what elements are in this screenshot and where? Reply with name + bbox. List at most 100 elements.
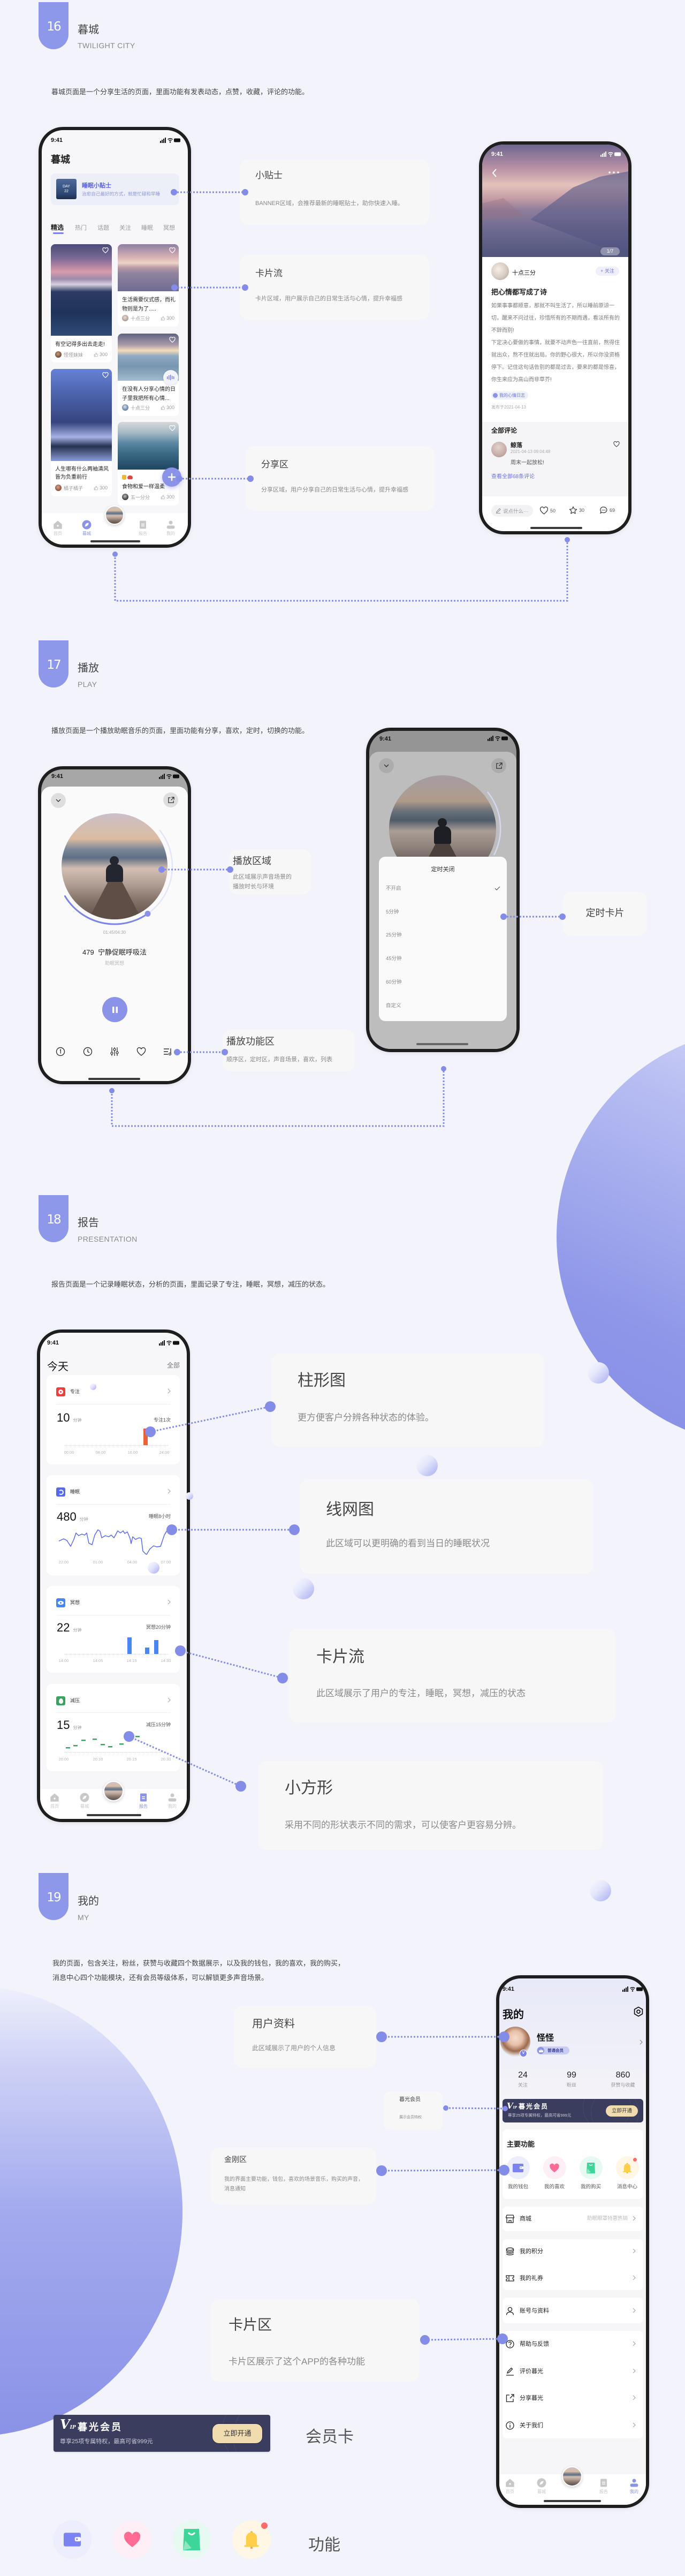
audio-play-badge[interactable] [163, 370, 178, 385]
comment-like-heart-icon[interactable] [613, 441, 620, 447]
nav-label: 报告 [599, 2489, 608, 2494]
author-name[interactable]: 十点三分 [512, 270, 536, 276]
author-avatar[interactable] [491, 262, 509, 280]
function-likes[interactable]: 我的喜欢 [538, 2156, 570, 2190]
like-heart-icon[interactable] [136, 1047, 146, 1056]
collapse-button[interactable] [51, 793, 66, 808]
nav-home[interactable]: 首页 [44, 1793, 65, 1809]
feed-card[interactable]: 食物和爱一样温柔 五一分分 300 [118, 422, 179, 505]
timer-option-25min[interactable]: 25分钟 [386, 932, 402, 938]
membership-level-pill[interactable]: 普通会员 [537, 2046, 569, 2054]
vip-open-button[interactable]: 立即开通 [606, 2105, 638, 2117]
like-count[interactable]: 300 [161, 494, 174, 500]
nav-twilight-city[interactable]: 暮城 [74, 1793, 95, 1809]
progress-knob[interactable] [144, 911, 151, 917]
menu-row-rate[interactable]: 评价暮光 [503, 2365, 643, 2378]
sound-mixer-icon[interactable] [110, 1047, 119, 1056]
playlist-icon[interactable] [163, 1047, 173, 1056]
menu-row-shop[interactable]: 商城 助眠眼罩特惠热销 [503, 2212, 643, 2225]
sleep-tips-banner[interactable]: DAY 22 睡眠小贴士 治愈自己最好的方式，就是忙碌和早睡 [51, 173, 179, 205]
nav-twilight-city[interactable]: 暮城 [76, 520, 97, 537]
favorite-heart-icon[interactable] [102, 372, 109, 378]
tab-hot[interactable]: 热门 [75, 225, 87, 231]
timer-option-5min[interactable]: 5分钟 [386, 909, 399, 915]
vip-membership-card[interactable]: VIP 暮光会员 尊享25项专属特权，最高可省999元 立即开通 [503, 2099, 643, 2122]
now-playing-avatar-button[interactable] [105, 505, 124, 525]
view-all-button[interactable]: 全部 [166, 1362, 180, 1369]
tab-topics[interactable]: 话题 [97, 225, 109, 231]
showcase-vip-card[interactable]: VIP 暮光会员 尊享25项专属特权，最高可省999元 立即开通 [54, 2415, 270, 2452]
function-messages[interactable]: 消息中心 [611, 2156, 643, 2190]
favorite-button[interactable]: 30 [569, 506, 584, 515]
like-count[interactable]: 300 [94, 352, 108, 357]
nav-mine[interactable]: 我的 [160, 520, 181, 537]
more-options-icon[interactable] [608, 171, 619, 173]
follow-button[interactable]: + 关注 [596, 267, 619, 276]
feed-card[interactable]: 在没有人分享心情的日子里我把所有心情... 十点三分 300 [118, 334, 179, 416]
nav-report[interactable]: 报告 [593, 2478, 614, 2495]
timer-option-60min[interactable]: 60分钟 [386, 979, 402, 985]
timer-option-custom[interactable]: 自定义 [386, 1003, 401, 1009]
favorite-heart-icon[interactable] [102, 247, 109, 253]
nav-home[interactable]: 首页 [47, 520, 68, 537]
share-button[interactable] [491, 758, 506, 773]
nav-mine[interactable]: 我的 [623, 2478, 645, 2495]
nav-report[interactable]: 报告 [132, 520, 154, 537]
add-post-fab[interactable] [162, 467, 181, 487]
feed-card[interactable]: 生活需要仪式感，而礼物则是为了..... 十点三分 300 [118, 244, 179, 327]
function-purchases[interactable]: 我的购买 [575, 2156, 607, 2190]
menu-row-coupons[interactable]: 我的礼券 [503, 2272, 643, 2285]
comment-button[interactable]: 69 [599, 506, 615, 515]
menu-row-help[interactable]: 帮助与反馈 [503, 2338, 643, 2351]
favorite-heart-icon[interactable] [169, 337, 176, 343]
back-arrow-icon[interactable] [492, 169, 497, 177]
vip-open-button[interactable]: 立即开通 [212, 2424, 262, 2443]
view-all-comments-link[interactable]: 查看全部68条评论 [491, 474, 535, 480]
now-playing-avatar-button[interactable] [103, 1781, 124, 1801]
menu-row-account[interactable]: 账号与资料 [503, 2305, 643, 2317]
nav-home[interactable]: 首页 [499, 2478, 521, 2495]
menu-row-share[interactable]: 分享暮光 [503, 2392, 643, 2405]
playback-progress-ring[interactable] [56, 807, 173, 925]
settings-gear-icon[interactable] [633, 2006, 644, 2017]
feed-card[interactable]: 人生哪有什么两袖清风皆为负重前行 橘子橘子 300 [51, 369, 112, 496]
feed-card[interactable]: 有空记得多出去走走! 怪怪妹妹 300 [51, 244, 112, 362]
like-count[interactable]: 300 [94, 485, 108, 490]
now-playing-avatar-button[interactable] [562, 2466, 582, 2487]
collapse-button[interactable] [379, 758, 394, 773]
playback-time: 01:45/04:30 [103, 930, 126, 935]
repeat-one-icon[interactable] [56, 1047, 65, 1056]
tab-sleep[interactable]: 睡眠 [141, 225, 153, 231]
timer-option-off[interactable]: 不开启 [386, 886, 401, 892]
timer-clock-icon[interactable] [83, 1047, 93, 1056]
nav-mine[interactable]: 我的 [162, 1793, 183, 1809]
topic-tag[interactable]: 我的心情日志 [491, 391, 528, 399]
favorite-heart-icon[interactable] [169, 247, 176, 253]
menu-row-about[interactable]: 关于我们 [503, 2419, 643, 2432]
tab-meditation[interactable]: 冥想 [163, 225, 175, 231]
menu-row-points[interactable]: 我的积分 [503, 2245, 643, 2258]
like-count[interactable]: 300 [161, 315, 174, 321]
tab-following[interactable]: 关注 [119, 225, 131, 231]
shop-card[interactable]: 商城 助眠眼罩特惠热销 [503, 2207, 643, 2231]
comment-input[interactable]: 说点什么··· [491, 505, 533, 517]
post-hero-image[interactable] [482, 145, 628, 257]
chevron-right-icon[interactable] [640, 2039, 643, 2045]
function-wallet[interactable]: 我的钱包 [502, 2156, 534, 2190]
favorite-heart-icon[interactable] [169, 425, 176, 431]
nav-twilight-city[interactable]: 暮城 [531, 2478, 552, 2495]
share-button[interactable] [163, 792, 178, 807]
like-count[interactable]: 300 [161, 405, 174, 410]
nav-report[interactable]: 报告 [133, 1793, 154, 1809]
like-button[interactable]: 50 [539, 507, 555, 515]
timer-option-45min[interactable]: 45分钟 [386, 956, 402, 962]
pause-button[interactable] [102, 997, 127, 1022]
tab-featured[interactable]: 精选 [51, 224, 64, 231]
